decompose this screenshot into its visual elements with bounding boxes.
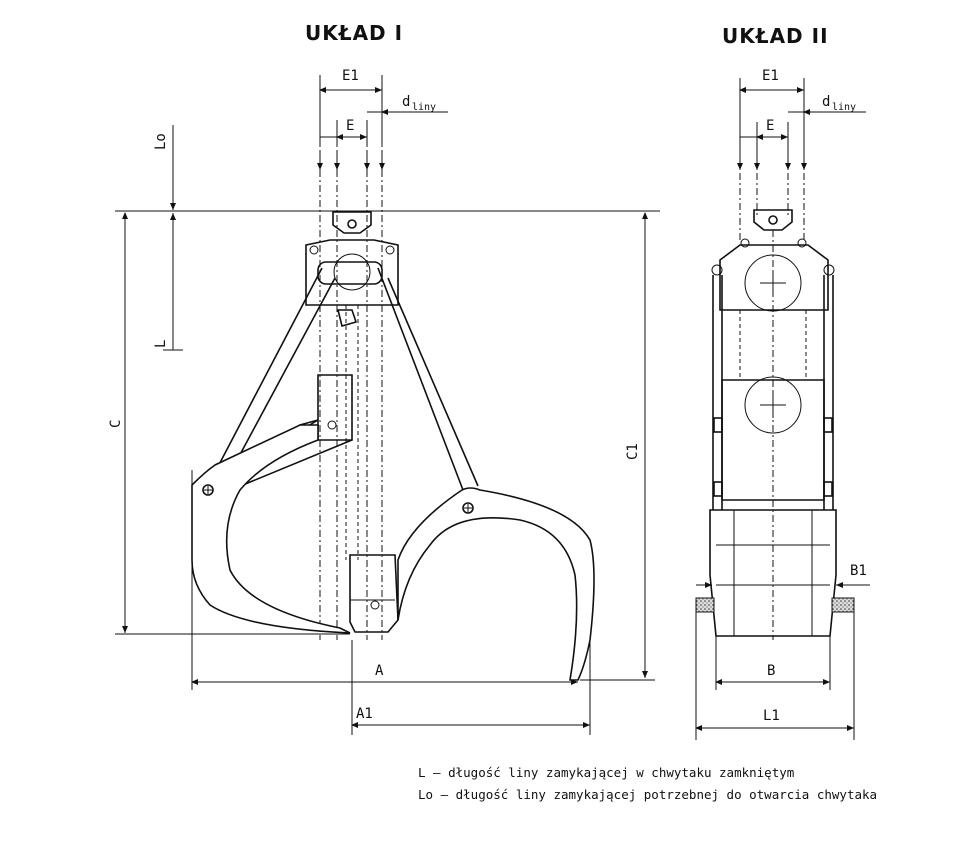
title-uklad-2: UKŁAD II: [722, 24, 829, 48]
legend-line-lo: Lo – długość liny zamykającej potrzebnej…: [418, 787, 877, 802]
dim-d-sub: liny: [412, 102, 436, 113]
uklad2-b-dim: B: [715, 636, 831, 690]
uklad1-grab: [191, 211, 595, 681]
dim-l1-label: L1: [763, 708, 780, 724]
uklad1-top-dimensions: E1 d liny E: [317, 68, 448, 640]
dim-c-label: C: [108, 420, 124, 428]
dim-l-label: L: [153, 340, 169, 348]
uklad2-l1-dim: L1: [695, 612, 855, 740]
dim-e1-label-2: E1: [762, 68, 779, 84]
dim-d-label-2: d: [822, 94, 830, 110]
dim-c1-label: C1: [625, 443, 641, 460]
dim-a-label: A: [375, 663, 384, 679]
uklad1-a1-dim: A1: [351, 600, 591, 735]
dim-e1-label: E1: [342, 68, 359, 84]
uklad1-c-dim: C: [108, 212, 350, 635]
uklad1-lo-l-dims: Lo L: [153, 125, 183, 351]
uklad1-c1-dim: C1: [580, 212, 655, 681]
dim-d-label: d: [402, 94, 410, 110]
legend-line-l: L – długość liny zamykającej w chwytaku …: [418, 765, 794, 780]
title-uklad-1: UKŁAD I: [305, 21, 403, 45]
dim-b1-label: B1: [850, 563, 867, 579]
uklad2-top-dimensions: E1 d liny E: [737, 68, 866, 240]
uklad2-grab: [695, 209, 855, 640]
dim-e-label-2: E: [766, 118, 774, 134]
dim-d-sub-2: liny: [832, 102, 856, 113]
dim-e-label: E: [346, 118, 354, 134]
dim-lo-label: Lo: [153, 133, 169, 150]
dim-a1-label: A1: [356, 706, 373, 722]
uklad2-b1-dim: B1: [696, 563, 870, 588]
dim-b-label: B: [767, 663, 775, 679]
